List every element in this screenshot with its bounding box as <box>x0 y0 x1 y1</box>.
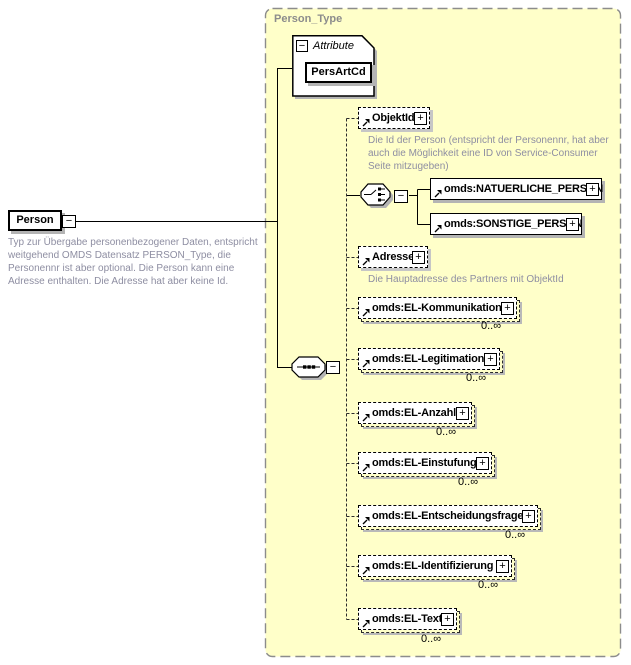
occurrence-label: 0..∞ <box>481 320 502 332</box>
element-natuerliche-person[interactable]: omds:NATUERLICHE_PERSON + <box>430 178 603 200</box>
element-el-identifizierung-label: omds:EL-Identifizierung <box>372 560 494 572</box>
optional-connector-lines <box>346 118 358 620</box>
collapse-icon: − <box>65 215 73 227</box>
reference-arrow-icon <box>362 517 370 525</box>
collapse-toggle-person[interactable]: − <box>62 215 76 228</box>
reference-arrow-icon <box>362 414 370 422</box>
person-type-container <box>264 7 622 658</box>
reference-arrow-icon <box>362 309 370 317</box>
element-person-label: Person <box>16 214 54 226</box>
reference-arrow-icon <box>362 620 370 628</box>
element-sonstige-person[interactable]: omds:SONSTIGE_PERSON + <box>430 213 583 235</box>
element-el-entscheidungsfrage[interactable]: omds:EL-Entscheidungsfrage + <box>358 505 538 527</box>
reference-arrow-icon <box>362 464 370 472</box>
collapse-icon: − <box>329 361 337 373</box>
expand-icon: + <box>504 302 511 314</box>
occurrence-label: 0..∞ <box>466 372 487 384</box>
choice-icon[interactable] <box>359 182 397 212</box>
occurrence-label: 0..∞ <box>478 579 499 591</box>
element-objektid-label: ObjektId <box>372 112 415 124</box>
collapse-toggle-attributes[interactable]: − <box>296 40 308 52</box>
expand-toggle[interactable]: + <box>414 112 427 125</box>
expand-toggle[interactable]: + <box>566 218 579 231</box>
element-el-legitimation[interactable]: omds:EL-Legitimation + <box>358 348 500 370</box>
expand-toggle[interactable]: + <box>586 183 599 196</box>
reference-arrow-icon <box>362 567 370 575</box>
expand-icon: + <box>589 183 596 195</box>
expand-toggle[interactable]: + <box>522 510 535 523</box>
reference-arrow-icon <box>362 119 370 127</box>
element-natuerliche-person-label: omds:NATUERLICHE_PERSON <box>444 183 603 195</box>
expand-icon: + <box>417 112 424 124</box>
reference-arrow-icon <box>434 225 442 233</box>
element-el-kommunikation-label: omds:EL-Kommunikation <box>372 302 502 314</box>
element-el-legitimation-label: omds:EL-Legitimation <box>372 353 485 365</box>
occurrence-label: 0..∞ <box>436 426 457 438</box>
element-el-einstufung[interactable]: omds:EL-Einstufung + <box>358 452 492 474</box>
element-person[interactable]: Person <box>8 210 62 231</box>
element-el-identifizierung[interactable]: omds:EL-Identifizierung + <box>358 555 512 577</box>
expand-icon: + <box>487 353 494 365</box>
attribute-persartcd[interactable]: PersArtCd <box>305 62 372 83</box>
expand-toggle[interactable]: + <box>496 560 509 573</box>
element-el-entscheidungsfrage-label: omds:EL-Entscheidungsfrage <box>372 510 524 522</box>
expand-icon: + <box>525 510 532 522</box>
objektid-annotation: Die Id der Person (entspricht der Person… <box>368 135 609 172</box>
element-adresse-label: Adresse <box>372 251 415 263</box>
element-objektid[interactable]: ObjektId + <box>358 107 430 129</box>
element-adresse[interactable]: Adresse + <box>358 246 428 268</box>
expand-icon: + <box>459 407 466 419</box>
element-el-einstufung-label: omds:EL-Einstufung <box>372 457 477 469</box>
adresse-annotation: Die Hauptadresse des Partners mit Objekt… <box>368 274 564 285</box>
element-sonstige-person-label: omds:SONSTIGE_PERSON <box>444 218 583 230</box>
connector-lines <box>76 68 430 368</box>
collapse-icon: − <box>397 190 405 202</box>
expand-icon: + <box>444 613 451 625</box>
expand-icon: + <box>415 251 422 263</box>
sequence-icon[interactable] <box>291 356 331 382</box>
element-el-text-label: omds:EL-Text <box>372 613 443 625</box>
element-el-anzahl-label: omds:EL-Anzahl <box>372 407 456 419</box>
reference-arrow-icon <box>362 360 370 368</box>
collapse-toggle-choice[interactable]: − <box>394 190 408 203</box>
attribute-persartcd-label: PersArtCd <box>311 66 366 78</box>
collapse-toggle-sequence[interactable]: − <box>326 361 340 374</box>
occurrence-label: 0..∞ <box>505 529 526 541</box>
attribute-section-label: Attribute <box>313 40 354 52</box>
person-annotation: Typ zur Übergabe personenbezogener Daten… <box>8 237 258 287</box>
reference-arrow-icon <box>434 190 442 198</box>
collapse-icon: − <box>298 40 306 52</box>
element-el-text[interactable]: omds:EL-Text + <box>358 608 457 630</box>
expand-toggle[interactable]: + <box>484 353 497 366</box>
reference-arrow-icon <box>362 258 370 266</box>
expand-toggle[interactable]: + <box>501 302 514 315</box>
type-title: Person_Type <box>274 13 343 25</box>
occurrence-label: 0..∞ <box>421 633 442 645</box>
element-el-kommunikation[interactable]: omds:EL-Kommunikation + <box>358 297 517 319</box>
expand-toggle[interactable]: + <box>412 251 425 264</box>
expand-toggle[interactable]: + <box>441 613 454 626</box>
occurrence-label: 0..∞ <box>458 476 479 488</box>
expand-icon: + <box>499 560 506 572</box>
expand-toggle[interactable]: + <box>456 407 469 420</box>
expand-toggle[interactable]: + <box>476 457 489 470</box>
expand-icon: + <box>569 218 576 230</box>
expand-icon: + <box>479 457 486 469</box>
element-el-anzahl[interactable]: omds:EL-Anzahl + <box>358 402 472 424</box>
